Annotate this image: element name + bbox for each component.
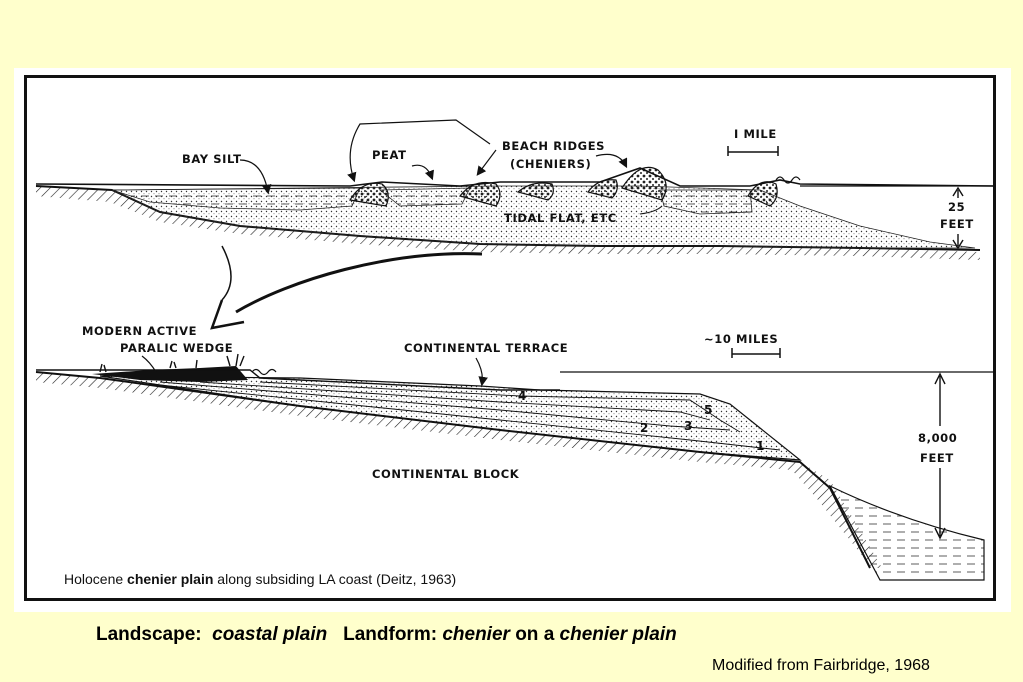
- upper-scale-label: I MILE: [734, 127, 777, 141]
- cheniers-pointer-short: [476, 149, 497, 176]
- lower-depth-label-bg: [914, 426, 968, 468]
- lower-depth-unit: FEET: [920, 451, 954, 465]
- chenier-ridge-3: [516, 182, 554, 201]
- landform-label: Landform:: [343, 624, 438, 645]
- caption-bold: chenier plain: [127, 571, 214, 587]
- cheniers-pointer-right: [595, 153, 628, 169]
- landform-value-2: chenier plain: [559, 624, 677, 645]
- beach-ridges-label: BEACH RIDGES: [502, 139, 605, 153]
- peat-label: PEAT: [372, 148, 407, 162]
- upper-depth-unit: FEET: [940, 217, 974, 231]
- lower-cross-section: 1 2 3 4 5 MODERN ACTIVE PARALIC WEDGE CO…: [35, 324, 995, 581]
- upper-depth-arrow-top: [952, 186, 964, 197]
- layer-number-4: 4: [518, 389, 526, 403]
- layer-number-1: 1: [756, 439, 764, 453]
- landform-connector: on a: [515, 624, 555, 645]
- layer-number-5: 5: [704, 403, 712, 417]
- continental-terrace-wedge: [99, 375, 802, 461]
- chenier-ridge-4: [586, 179, 618, 199]
- landscape-value: coastal plain: [212, 624, 328, 645]
- wave-icon: [775, 176, 801, 184]
- landform-value-1: chenier: [442, 624, 510, 645]
- layer-number-2: 2: [640, 421, 648, 435]
- paralic-wedge-label: PARALIC WEDGE: [120, 341, 233, 355]
- tidal-flat-leader: [639, 205, 663, 215]
- tidal-flat-label: TIDAL FLAT, ETC: [504, 211, 617, 225]
- chenier-ridge-1: [349, 182, 389, 207]
- terrace-layer-line-3: [199, 381, 711, 421]
- figure-caption: Holocene chenier plain along subsiding L…: [64, 571, 456, 587]
- peat-pointer: [411, 164, 434, 181]
- lower-wave-icon: [251, 368, 277, 376]
- big-arrow-head: [210, 299, 245, 330]
- caption-prefix: Holocene: [64, 571, 128, 587]
- paralic-wedge-pointer: [141, 355, 157, 373]
- marsh-lens: [659, 189, 753, 215]
- slide-subtitle: Landscape: coastal plain Landform: cheni…: [96, 624, 677, 646]
- deep-water: [828, 484, 985, 581]
- source-credit: Modified from Fairbridge, 1968: [712, 657, 930, 674]
- curved-swoosh: [221, 245, 232, 301]
- continental-terrace-label: CONTINENTAL TERRACE: [404, 341, 568, 355]
- caption-suffix: along subsiding LA coast (Deitz, 1963): [213, 571, 457, 587]
- upper-depth-arrow-bottom: [952, 239, 964, 250]
- continental-block-label: CONTINENTAL BLOCK: [372, 467, 520, 481]
- lower-depth-arrow-top: [934, 372, 946, 385]
- modern-active-label: MODERN ACTIVE: [82, 324, 197, 338]
- terrace-layer-line-2: [159, 381, 731, 431]
- chenier-ridge-6: [747, 181, 778, 207]
- paralic-grass: [99, 353, 245, 373]
- continental-terrace-pointer: [475, 357, 488, 387]
- cheniers-label: (CHENIERS): [510, 157, 591, 171]
- lower-scale-label: ~10 MILES: [704, 332, 778, 346]
- terrace-layer-line-1: [149, 383, 781, 451]
- figure-border: [24, 75, 996, 601]
- big-transition-arrow: [235, 252, 483, 314]
- lower-depth-value: 8,000: [918, 431, 957, 445]
- upper-depth-value: 25: [948, 200, 965, 214]
- landscape-label: Landscape:: [96, 624, 202, 645]
- layer-number-3: 3: [684, 419, 692, 433]
- lower-depth-arrow-bottom: [934, 527, 946, 540]
- upper-surface: [35, 167, 996, 187]
- bay-silt-pointer: [239, 159, 272, 195]
- cheniers-pointer-long: [347, 119, 491, 183]
- chenier-ridge-2: [458, 181, 501, 207]
- lower-surface: [36, 369, 560, 391]
- terrace-layer-line-4: [259, 381, 741, 433]
- upper-cross-section: BAY SILT PEAT BEACH RIDGES (CHENIERS) TI…: [35, 119, 996, 260]
- upper-depth-label-bg: [938, 198, 978, 234]
- bay-silt-label: BAY SILT: [182, 152, 242, 166]
- peat-lens: [378, 187, 471, 207]
